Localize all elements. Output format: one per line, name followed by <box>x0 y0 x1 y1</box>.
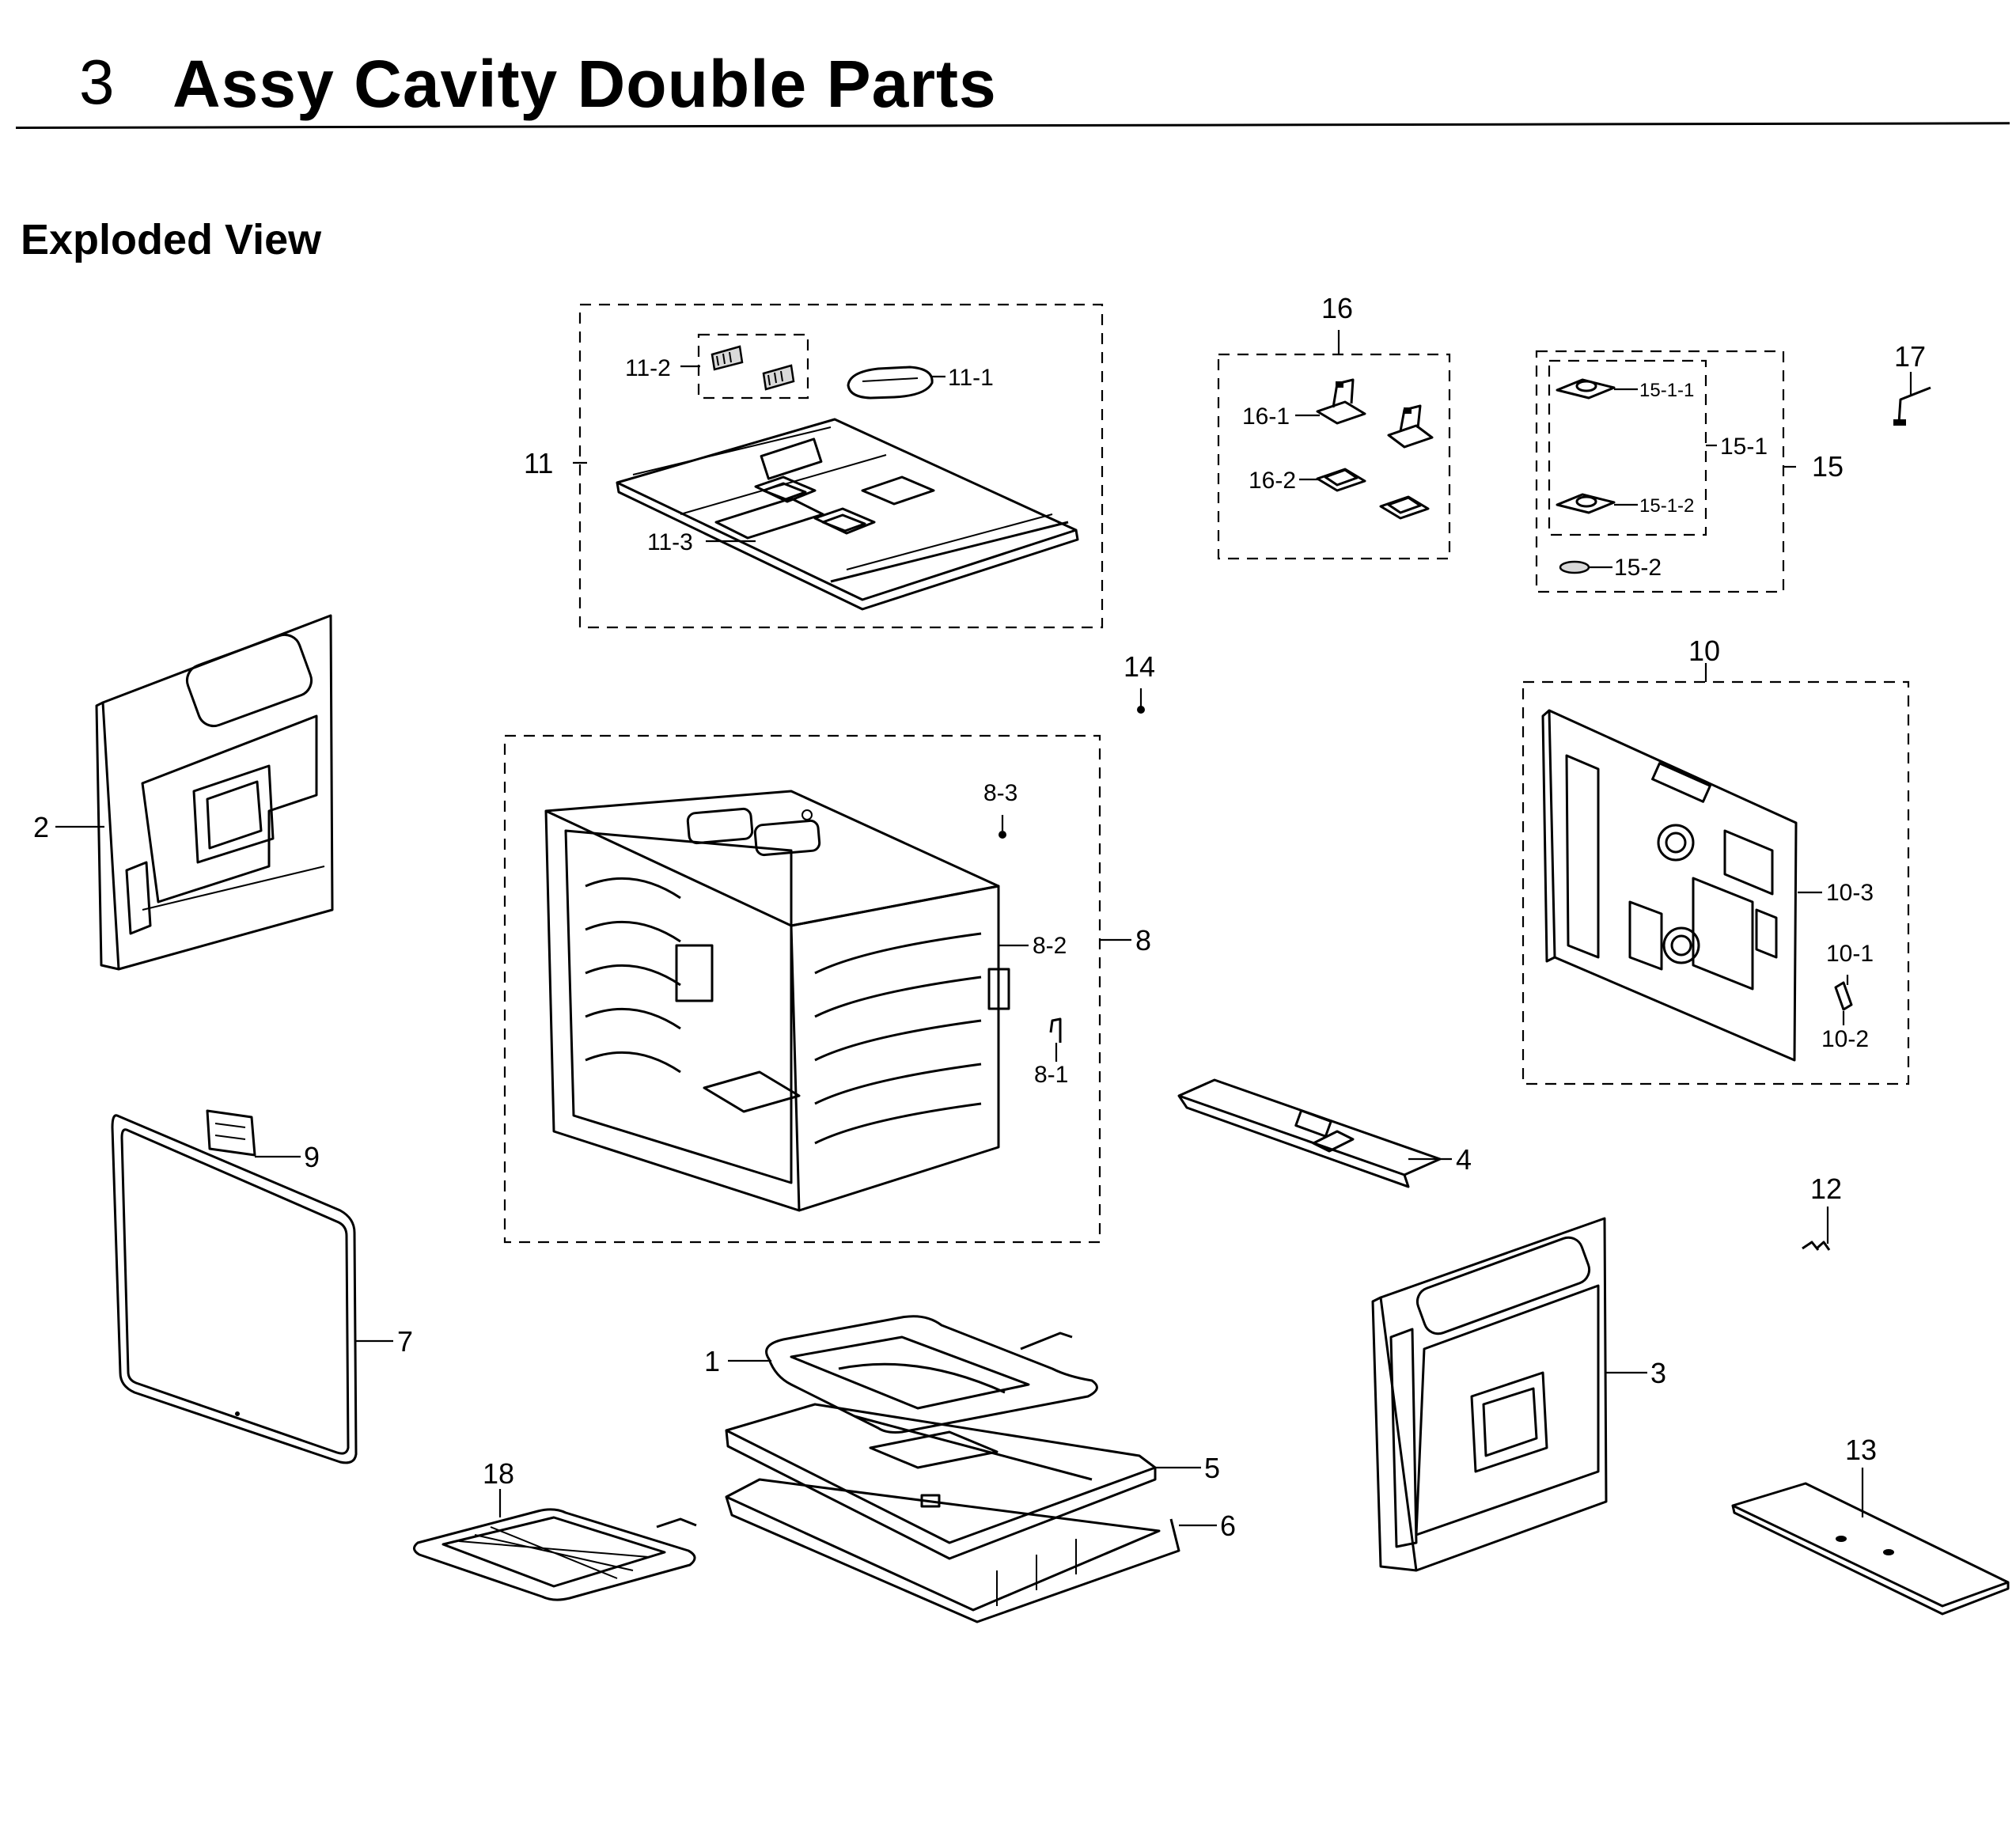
part-13-plate <box>1731 1468 2010 1616</box>
callout-10-2: 10-2 <box>1821 1026 1869 1052</box>
part-10-3-back-panel <box>1541 709 1798 1062</box>
part-4-bracket <box>1177 1078 1452 1188</box>
callout-15: 15 <box>1812 450 1844 483</box>
part-14-screw <box>1137 688 1145 714</box>
part-5-bottom-cover <box>725 1403 1201 1560</box>
group-15-1-box <box>1548 359 1707 536</box>
part-15-1-1-gasket <box>1556 378 1616 400</box>
part-12-clip <box>1802 1207 1831 1251</box>
section-number: 3 <box>79 47 115 117</box>
part-8-2-cavity-body <box>544 790 1010 1212</box>
part-8-1-sensor <box>1049 1017 1062 1062</box>
part-3-right-side-panel <box>1371 1217 1647 1572</box>
callout-13: 13 <box>1845 1434 1877 1466</box>
part-15-2-washer <box>1559 560 1590 574</box>
callout-8-2: 8-2 <box>1033 933 1067 959</box>
part-11-3-top-panel <box>616 418 1079 611</box>
part-2-left-side-panel <box>55 614 334 971</box>
callout-2: 2 <box>33 811 49 843</box>
group-10-box <box>1521 680 1910 1085</box>
callout-4: 4 <box>1456 1143 1472 1176</box>
section-title: Assy Cavity Double Parts <box>172 47 997 121</box>
callout-17: 17 <box>1894 340 1926 373</box>
group-15-box <box>1535 350 1785 593</box>
group-16-box <box>1217 353 1451 560</box>
callout-14: 14 <box>1124 650 1155 683</box>
callout-16: 16 <box>1321 292 1353 324</box>
callout-16-1: 16-1 <box>1242 403 1290 430</box>
callout-11-1: 11-1 <box>948 365 994 391</box>
callout-10-3: 10-3 <box>1826 880 1874 906</box>
part-15-1-2-gasket <box>1556 493 1616 514</box>
group-8-box <box>503 734 1101 1244</box>
part-16-1-bracket <box>1316 378 1434 449</box>
exploded-view-subtitle: Exploded View <box>21 216 322 263</box>
callout-16-2: 16-2 <box>1249 468 1296 494</box>
part-group-16 <box>1217 330 1451 560</box>
part-group-10 <box>1521 663 1910 1085</box>
part-group-15 <box>1535 350 1796 593</box>
group-11-box <box>578 303 1104 629</box>
part-group-11 <box>573 303 1104 629</box>
callout-7: 7 <box>397 1325 413 1358</box>
callout-15-1: 15-1 <box>1720 434 1768 460</box>
part-8-3-screw <box>999 815 1006 839</box>
callout-8: 8 <box>1135 924 1151 957</box>
callout-15-1-1: 15-1-1 <box>1639 380 1694 401</box>
part-9-plate <box>206 1109 301 1158</box>
part-10-1-bracket <box>1834 975 1853 1011</box>
part-11-2-clips <box>711 345 795 391</box>
callout-10-1: 10-1 <box>1826 941 1874 967</box>
part-1-heater <box>728 1315 1098 1434</box>
callout-8-3: 8-3 <box>983 780 1017 806</box>
part-6-lower-cover <box>725 1478 1217 1623</box>
part-7-door-gasket <box>111 1114 393 1464</box>
part-group-8-cavity <box>503 734 1131 1244</box>
callout-9: 9 <box>304 1141 320 1173</box>
callout-8-1: 8-1 <box>1034 1062 1068 1088</box>
callout-5: 5 <box>1204 1452 1220 1484</box>
callout-6: 6 <box>1220 1510 1236 1542</box>
callout-1: 1 <box>704 1345 720 1377</box>
callout-18: 18 <box>483 1457 514 1490</box>
callout-12: 12 <box>1810 1173 1842 1205</box>
callout-10: 10 <box>1688 635 1720 667</box>
part-17-pin <box>1893 372 1931 426</box>
callout-15-1-2: 15-1-2 <box>1639 495 1694 517</box>
part-16-2-foot <box>1316 468 1430 520</box>
callout-11-3: 11-3 <box>647 529 693 555</box>
part-18-grill-heater <box>413 1489 697 1601</box>
callout-11-2: 11-2 <box>625 355 671 381</box>
callout-11: 11 <box>524 447 553 479</box>
callout-3: 3 <box>1650 1357 1666 1389</box>
callout-15-2: 15-2 <box>1614 555 1662 581</box>
part-11-1-cover <box>847 366 934 400</box>
page-header: 3 Assy Cavity Double Parts <box>0 0 2016 134</box>
